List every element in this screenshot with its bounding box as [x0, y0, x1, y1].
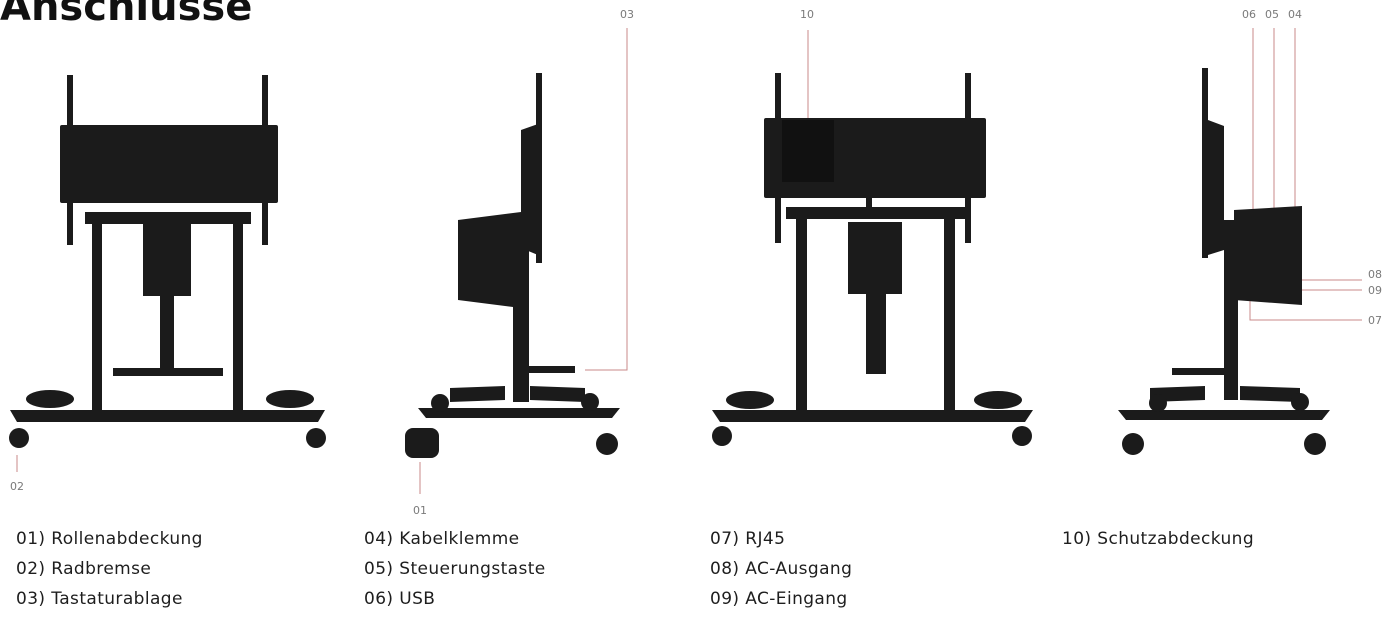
legend-item: 04) Kabelklemme: [364, 529, 520, 549]
view-side-detail: [1118, 68, 1330, 455]
legend-item: 03) Tastaturablage: [16, 589, 183, 609]
callout-06: 06: [1242, 8, 1256, 21]
callout-08: 08: [1368, 268, 1382, 281]
legend-item: 10) Schutzabdeckung: [1062, 529, 1255, 549]
legend-item: 05) Steuerungstaste: [364, 559, 546, 579]
legend-column-4: 10) Schutzabdeckung: [1062, 528, 1254, 558]
callout-05: 05: [1265, 8, 1279, 21]
callout-04: 04: [1288, 8, 1302, 21]
legend-item: 07) RJ45: [710, 529, 786, 549]
legend-column-2: 04) Kabelklemme 05) Steuerungstaste 06) …: [364, 528, 546, 618]
callout-09: 09: [1368, 284, 1382, 297]
legend-column-1: 01) Rollenabdeckung 02) Radbremse 03) Ta…: [16, 528, 203, 618]
callout-07: 07: [1368, 314, 1382, 327]
callout-03: 03: [620, 8, 634, 21]
legend-item: 09) AC-Eingang: [710, 589, 848, 609]
view-front: [9, 75, 326, 448]
legend-item: 06) USB: [364, 589, 436, 609]
view-side: [405, 73, 620, 458]
legend-item: 08) AC-Ausgang: [710, 559, 853, 579]
legend-item: 02) Radbremse: [16, 559, 152, 579]
legend-column-3: 07) RJ45 08) AC-Ausgang 09) AC-Eingang: [710, 528, 852, 618]
page-title: Anschlüsse: [0, 0, 253, 30]
callout-01: 01: [413, 504, 427, 517]
legend-item: 01) Rollenabdeckung: [16, 529, 203, 549]
callout-02: 02: [10, 480, 24, 493]
leader-lines: [16, 28, 1362, 494]
callout-10: 10: [800, 8, 814, 21]
view-back: [712, 73, 1033, 446]
